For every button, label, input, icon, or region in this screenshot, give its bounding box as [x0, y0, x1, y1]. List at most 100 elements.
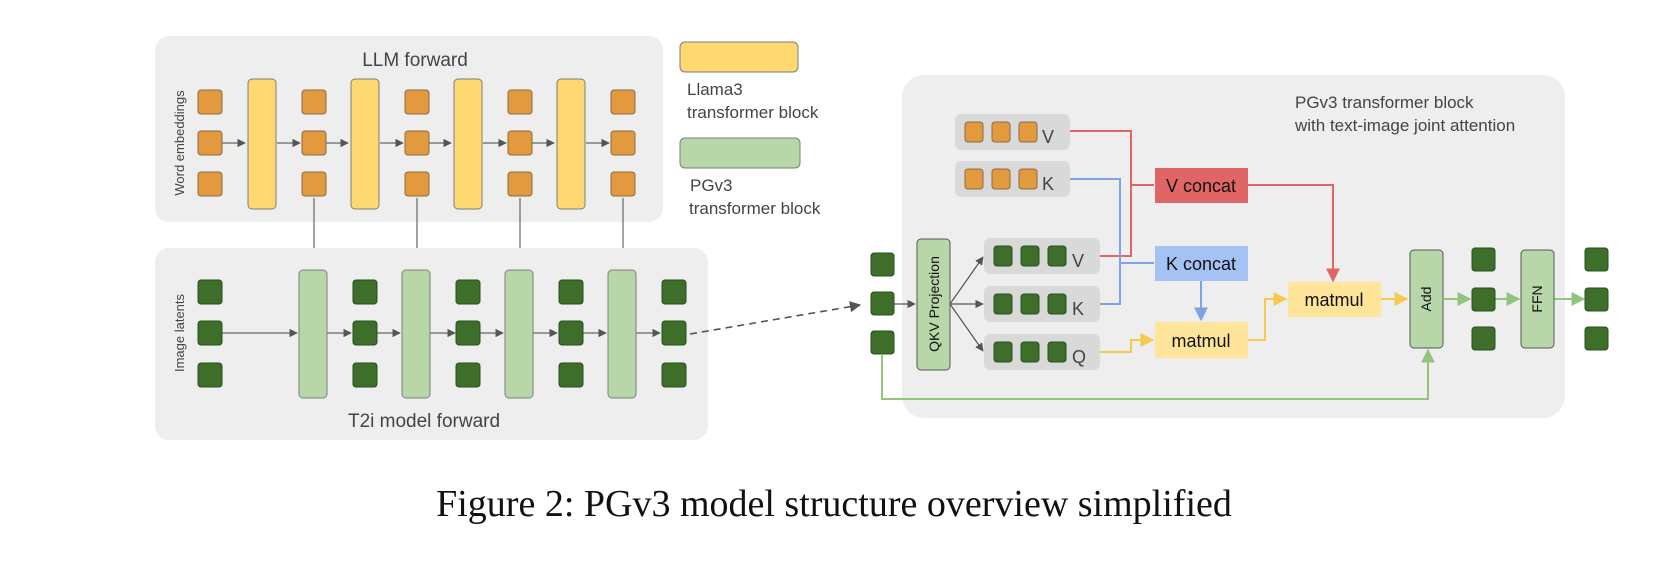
add-label: Add [1418, 287, 1434, 312]
word-token [404, 89, 430, 115]
img-k-group [984, 286, 1100, 322]
word-token [507, 89, 533, 115]
img-k-token [1047, 293, 1067, 315]
word-token [301, 130, 327, 156]
latent-token [352, 279, 378, 305]
legend-llama3-swatch [679, 41, 799, 73]
word-token [301, 89, 327, 115]
residual-connection [881, 348, 1435, 400]
detail-input-tokens [870, 252, 895, 355]
word-token [610, 89, 636, 115]
legend-llama3-line1: Llama3 [687, 80, 743, 99]
pgv3-block [401, 269, 431, 399]
text-k-token [1018, 168, 1038, 190]
latent-token [558, 362, 584, 388]
legend-pgv3-line1: PGv3 [690, 176, 733, 195]
latent-token [455, 320, 481, 346]
pgv3-block [607, 269, 637, 399]
text-k-token [991, 168, 1011, 190]
k-concat-block [1155, 246, 1248, 281]
img-v-group [984, 238, 1100, 274]
qkv-fan-arrows [949, 256, 984, 352]
ffn-output-tokens [1584, 247, 1609, 351]
t2i-panel-title: T2i model forward [348, 411, 500, 432]
matmul-connectors [1100, 292, 1409, 353]
latent-token [455, 362, 481, 388]
word-token [610, 130, 636, 156]
text-k-tokens [964, 168, 1038, 190]
detail-input-token [870, 252, 895, 277]
img-q-token [1020, 341, 1040, 363]
image-latents-label: Image latents [172, 293, 187, 372]
legend-pgv3-swatch [679, 137, 801, 169]
img-v-label: V [1072, 251, 1084, 271]
matmul-bottom-block [1155, 322, 1248, 358]
pgv3-blocks [298, 269, 637, 399]
pgv3-block [298, 269, 328, 399]
text-v-token [991, 121, 1011, 143]
img-k-label: K [1072, 299, 1084, 319]
llama3-block [556, 78, 586, 210]
img-k-token [993, 293, 1013, 315]
img-v-token [1047, 245, 1067, 267]
word-token [507, 171, 533, 197]
text-k-group [955, 161, 1070, 197]
img-q-token [993, 341, 1013, 363]
word-token [197, 130, 223, 156]
latent-token [455, 279, 481, 305]
text-v-group [955, 114, 1070, 150]
v-concat-connectors [1070, 130, 1340, 283]
matmul-top-block [1288, 282, 1381, 317]
img-q-group [984, 334, 1100, 370]
word-token [197, 171, 223, 197]
text-v-tokens [964, 121, 1038, 143]
latent-token [352, 362, 378, 388]
llama3-block [247, 78, 277, 210]
img-k-tokens [993, 293, 1067, 315]
matmul-bottom-label: matmul [1171, 331, 1230, 351]
ffn-output-token [1584, 326, 1609, 351]
pgv3-block [504, 269, 534, 399]
latent-token [197, 279, 223, 305]
word-token [301, 171, 327, 197]
add-output-token [1471, 326, 1496, 351]
latent-token [661, 320, 687, 346]
latent-token [197, 320, 223, 346]
text-k-token [964, 168, 984, 190]
img-v-tokens [993, 245, 1067, 267]
img-q-tokens [993, 341, 1067, 363]
word-token [197, 89, 223, 115]
text-v-token [964, 121, 984, 143]
figure-caption: Figure 2: PGv3 model structure overview … [436, 483, 1232, 525]
v-concat-block [1155, 168, 1248, 203]
detail-panel-title-line2: with text-image joint attention [1294, 116, 1515, 135]
llama3-block [350, 78, 380, 210]
img-k-token [1020, 293, 1040, 315]
word-token [404, 171, 430, 197]
zoom-dashed-arrow [689, 301, 862, 335]
ffn-output-token [1584, 287, 1609, 312]
llm-panel-title: LLM forward [362, 50, 468, 71]
text-k-label: K [1042, 174, 1054, 194]
ffn-output-token [1584, 247, 1609, 272]
image-latent-tokens [197, 279, 687, 388]
latent-token [352, 320, 378, 346]
detail-input-token [870, 330, 895, 355]
qkv-projection-label: QKV Projection [926, 256, 942, 352]
ffn-block [1520, 249, 1555, 349]
text-v-token [1018, 121, 1038, 143]
img-q-token [1047, 341, 1067, 363]
latent-token [661, 362, 687, 388]
v-concat-label: V concat [1166, 176, 1236, 196]
legend-llama3-line2: transformer block [687, 103, 819, 122]
k-concat-connectors [1070, 178, 1208, 322]
img-v-token [993, 245, 1013, 267]
add-output-tokens [1471, 247, 1496, 351]
word-token [507, 130, 533, 156]
img-v-token [1020, 245, 1040, 267]
legend-pgv3-line2: transformer block [689, 199, 821, 218]
add-output-token [1471, 287, 1496, 312]
word-token [610, 171, 636, 197]
img-q-label: Q [1072, 347, 1086, 367]
